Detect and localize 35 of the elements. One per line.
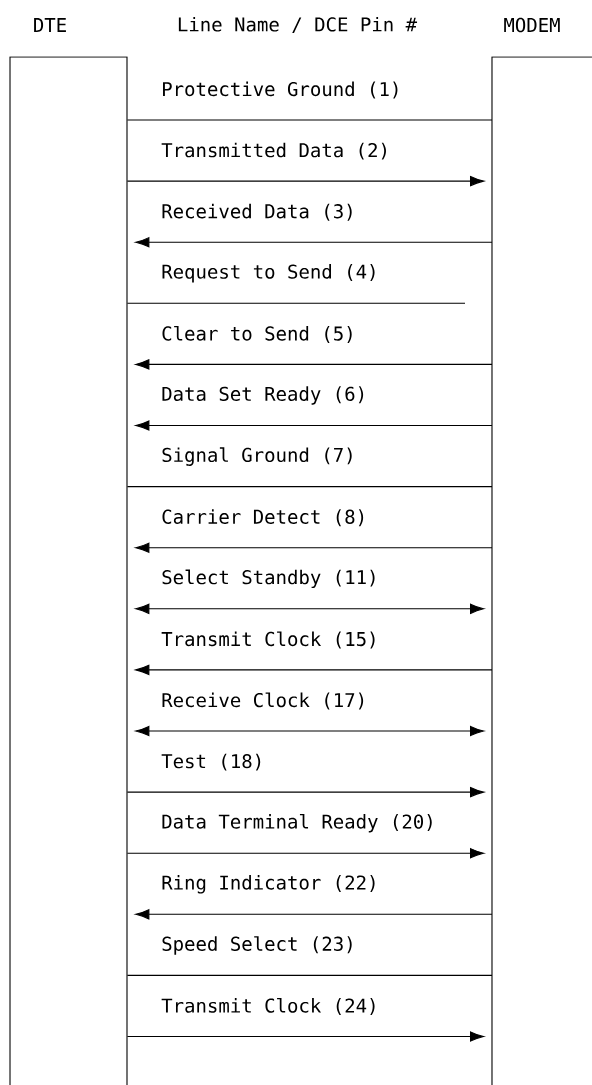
edge-label: Transmit Clock (15) bbox=[161, 631, 375, 649]
edge-label: Signal Ground (7) bbox=[162, 447, 352, 466]
signal-line bbox=[135, 909, 493, 920]
signal-line bbox=[135, 725, 485, 737]
edge-label: Carrier Detect (8) bbox=[162, 509, 364, 527]
signal-line bbox=[126, 786, 485, 798]
signal-line bbox=[135, 420, 493, 431]
signal-line bbox=[135, 664, 493, 676]
device-box: DTE bbox=[9, 18, 128, 1085]
signal-line bbox=[126, 302, 466, 304]
edge-label: Speed Select (23) bbox=[162, 936, 352, 955]
edge-label: Data Terminal Ready (20) bbox=[162, 813, 432, 833]
edge-label: Transmit Clock (24) bbox=[161, 998, 375, 1016]
device-box: MODEM bbox=[491, 17, 592, 1085]
edge-label: Protective Ground (1) bbox=[163, 81, 398, 99]
edge-label: Test (18) bbox=[161, 753, 261, 771]
edge-label: Request to Send (4) bbox=[162, 264, 375, 283]
signal-line bbox=[135, 237, 493, 248]
edge-label: Receive Clock (17) bbox=[162, 692, 364, 710]
edge-label: Select Standby (11) bbox=[162, 569, 375, 589]
edge-label: Received Data (3) bbox=[162, 203, 352, 221]
edge-label: Data Set Ready (6) bbox=[162, 386, 364, 405]
signal-line bbox=[126, 974, 493, 976]
signal-line bbox=[126, 486, 493, 488]
signal-line bbox=[126, 176, 485, 187]
signal-line bbox=[126, 1031, 485, 1042]
signal-line bbox=[126, 119, 493, 121]
edge-label: Transmitted Data (2) bbox=[161, 142, 386, 160]
column-header: Line Name / DCE Pin # bbox=[178, 16, 418, 34]
signal-line bbox=[135, 603, 485, 614]
signal-line bbox=[135, 359, 493, 370]
signal-line bbox=[135, 542, 493, 553]
signal-line bbox=[126, 848, 485, 859]
edge-label: Clear to Send (5) bbox=[162, 325, 352, 343]
edge-label: Ring Indicator (22) bbox=[162, 875, 375, 894]
